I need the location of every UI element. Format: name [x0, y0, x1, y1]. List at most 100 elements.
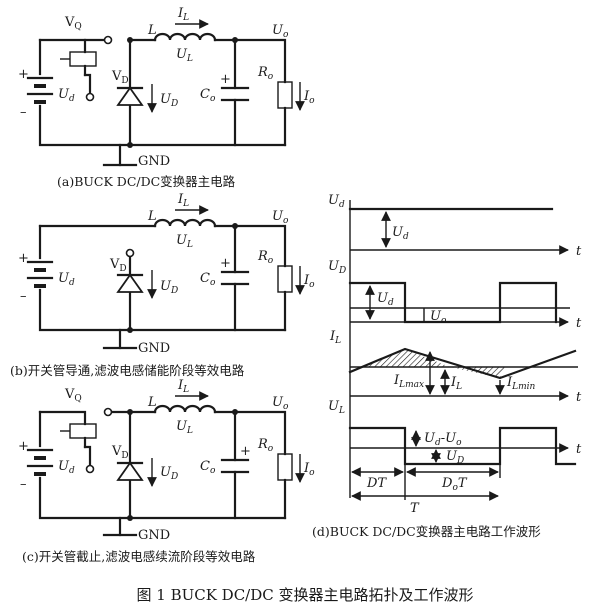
resistor-ro-b: [277, 265, 293, 293]
plus-c: +: [18, 439, 29, 454]
il-waveform: [348, 347, 577, 380]
wire-a-top-right: [213, 38, 287, 84]
io-label-b: Io: [303, 273, 315, 290]
switch-vq-a: [60, 35, 113, 102]
minus-a: –: [20, 105, 27, 120]
io-label-c: Io: [303, 461, 315, 478]
t-label-2: t: [576, 316, 582, 331]
gnd-label-a: GND: [138, 154, 170, 169]
caption-b: (b)开关管导通,滤波电感储能阶段等效电路: [10, 363, 245, 378]
udiode-label-c: UD: [160, 465, 178, 482]
uD-axis-label: UD: [328, 259, 346, 276]
cap-plus-c: +: [240, 444, 251, 459]
ul-label-a: UL: [176, 47, 193, 64]
circuit-b: L IL UL Uo + – Ud VD UD + Co Ro: [10, 192, 315, 378]
uD-level-label: UD: [446, 449, 464, 466]
wire-a-top-left: [38, 38, 87, 54]
dt-label: DT: [366, 476, 387, 491]
cap-plus-a: +: [220, 72, 231, 87]
switch-open-terminal-c: [103, 407, 113, 417]
uo-level-label: Uo: [430, 309, 447, 326]
caption-d: (d)BUCK DC/DC变换器主电路工作波形: [312, 524, 541, 539]
ro-label-b: Ro: [257, 249, 274, 266]
il-label-c: IL: [177, 378, 189, 395]
t-label-4: t: [576, 442, 582, 457]
uo-label-c: Uo: [272, 395, 289, 412]
udiode-label-a: UD: [160, 92, 178, 109]
switch-vq-c: [60, 423, 97, 474]
plus-b: +: [18, 251, 29, 266]
ud-level-label: Ud: [392, 225, 409, 242]
diode-vd-a: [116, 86, 144, 106]
co-label-b: Co: [200, 271, 216, 288]
ul-label-b: UL: [176, 233, 193, 250]
l-label-c: L: [147, 395, 157, 410]
minus-b: –: [20, 289, 27, 304]
figure-caption: 图 1 BUCK DC/DC 变换器主电路拓扑及工作波形: [136, 586, 473, 604]
waveforms-d: Ud t Ud UD t Ud Uo IL t ILmax IL ILmin U…: [312, 193, 582, 539]
diode-vd-b: [116, 273, 144, 293]
t-label-1: t: [576, 244, 582, 259]
t-label-3: t: [576, 390, 582, 405]
il-mid-label: IL: [450, 375, 462, 392]
wire-b-top-right: [213, 224, 287, 268]
io-label-a: Io: [303, 89, 315, 106]
ud-axis-label: Ud: [328, 193, 345, 210]
wire-c-bottom: [38, 476, 287, 520]
dot-label: DoT: [441, 476, 468, 493]
diode-open-terminal-b: [125, 248, 135, 258]
wire-b-bottom: [38, 288, 287, 332]
ilmax-label: ILmax: [393, 373, 424, 390]
caption-c: (c)开关管截止,滤波电感续流阶段等效电路: [22, 549, 256, 564]
uo-label-b: Uo: [272, 209, 289, 226]
inductor-c: [153, 404, 217, 414]
ro-label-c: Ro: [257, 437, 274, 454]
wire-c-top-left: [38, 410, 87, 426]
vq-label-c: VQ: [64, 387, 82, 404]
vd-label-a: VD: [111, 69, 129, 86]
vd-label-c: VD: [111, 444, 129, 461]
ud-label-b: Ud: [58, 271, 75, 288]
il-axis-label: IL: [329, 329, 341, 346]
battery-c: [26, 448, 54, 476]
battery-a: [26, 76, 54, 104]
ud-minus-uo-label: Ud-Uo: [424, 431, 462, 448]
battery-b: [26, 260, 54, 288]
caption-a: (a)BUCK DC/DC变换器主电路: [57, 174, 236, 189]
co-label-a: Co: [200, 87, 216, 104]
vq-label-a: VQ: [64, 15, 82, 32]
ul-waveform: [348, 426, 577, 466]
resistor-ro-c: [277, 453, 293, 481]
resistor-ro-a: [277, 81, 293, 109]
uo-label-a: Uo: [272, 23, 289, 40]
il-label-a: IL: [177, 6, 189, 23]
co-label-c: Co: [200, 459, 216, 476]
cap-plus-b: +: [220, 256, 231, 271]
ro-label-a: Ro: [257, 65, 274, 82]
l-label-b: L: [147, 209, 157, 224]
ul-axis-label: UL: [328, 399, 345, 416]
ud-label-a: Ud: [58, 87, 75, 104]
ilmin-label: ILmin: [506, 375, 536, 392]
wire-c-top-right: [213, 410, 287, 456]
gnd-label-b: GND: [138, 341, 170, 356]
vd-label-b: VD: [109, 257, 127, 274]
gnd-label-c: GND: [138, 528, 170, 543]
udiode-label-b: UD: [160, 279, 178, 296]
inductor-a: [153, 32, 217, 42]
uD-waveform: [348, 281, 558, 324]
plus-a: +: [18, 67, 29, 82]
inductor-b: [153, 218, 217, 228]
il-label-b: IL: [177, 192, 189, 209]
circuit-a: VQ L IL UL Uo + – Ud VD UD: [18, 6, 315, 189]
ud-mid-label: Ud: [377, 291, 394, 308]
ud-label-c: Ud: [58, 459, 75, 476]
ul-label-c: UL: [176, 419, 193, 436]
circuit-c: VQ L IL UL Uo + – Ud VD UD +: [18, 378, 315, 564]
wire-a-bottom: [38, 104, 287, 147]
period-label: T: [410, 501, 420, 516]
minus-c: –: [20, 477, 27, 492]
diode-vd-c: [116, 461, 144, 481]
l-label-a: L: [147, 23, 157, 38]
